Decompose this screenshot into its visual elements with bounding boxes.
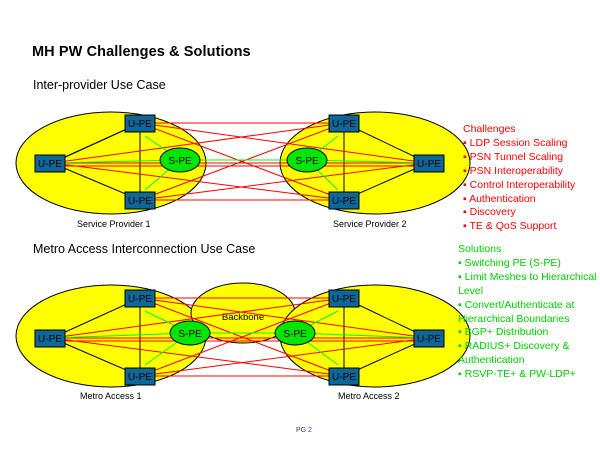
challenges-heading: Challenges bbox=[463, 123, 516, 135]
challenge-item: ▪ TE & QoS Support bbox=[463, 220, 557, 233]
upe-node: U-PE bbox=[124, 114, 156, 133]
page-number: PG 2 bbox=[296, 427, 312, 434]
upe-node: U-PE bbox=[328, 289, 360, 308]
upe-label: U-PE bbox=[332, 119, 356, 130]
solution-item: ▪ Limit Meshes to Hierarchical Level bbox=[458, 270, 597, 297]
backbone-label: Backbone bbox=[222, 312, 264, 323]
upe-node: U-PE bbox=[328, 114, 360, 133]
upe-node: U-PE bbox=[328, 191, 360, 210]
challenge-item: ▪ Authentication bbox=[463, 192, 536, 205]
solution-item: ▪ Switching PE (S-PE) bbox=[458, 256, 561, 269]
upe-node: U-PE bbox=[34, 329, 66, 348]
metro-access-2-label: Metro Access 2 bbox=[338, 391, 400, 401]
solution-item: ▪ Convert/Authenticate at Hierarchical B… bbox=[458, 298, 575, 325]
challenge-item: ▪ Discovery bbox=[463, 206, 516, 219]
upe-node: U-PE bbox=[413, 329, 445, 348]
spe-node-2: S-PE bbox=[286, 147, 328, 173]
upe-node: U-PE bbox=[34, 154, 66, 173]
solution-item: ▪ RSVP-TE+ & PW-LDP+ bbox=[458, 368, 576, 381]
inter-provider-heading: Inter-provider Use Case bbox=[33, 78, 166, 92]
metro-access-1-label: Metro Access 1 bbox=[80, 391, 142, 401]
page-title: MH PW Challenges & Solutions bbox=[32, 44, 251, 60]
challenge-item: ▪ LDP Session Scaling bbox=[463, 136, 568, 149]
upe-label: U-PE bbox=[332, 196, 356, 207]
service-provider-1-label: Service Provider 1 bbox=[77, 219, 151, 229]
upe-label: U-PE bbox=[128, 294, 152, 305]
solutions-heading: Solutions bbox=[458, 243, 502, 255]
challenge-item: ▪ Control Interoperability bbox=[463, 178, 576, 191]
challenge-item: ▪ PSN Interoperability bbox=[463, 164, 564, 177]
solutions-list: Solutions ▪ Switching PE (S-PE) ▪ Limit … bbox=[458, 243, 600, 382]
spe-node-1: S-PE bbox=[159, 147, 201, 173]
inter-provider-diagram: S-PE S-PE U-PE U-PE U-PE U-PE U-PE U-PE … bbox=[15, 111, 471, 229]
upe-label: U-PE bbox=[417, 159, 441, 170]
full-mesh-pw-links bbox=[51, 297, 429, 377]
challenges-list: Challenges ▪ LDP Session Scaling ▪ PSN T… bbox=[463, 123, 575, 234]
spe-node-2: S-PE bbox=[274, 320, 316, 346]
service-provider-2-label: Service Provider 2 bbox=[333, 219, 407, 229]
spe-label: S-PE bbox=[283, 329, 307, 340]
upe-node: U-PE bbox=[124, 289, 156, 308]
solution-item: ▪ BGP+ Distribution bbox=[458, 326, 549, 339]
multi-hop-pw-links bbox=[51, 135, 429, 191]
upe-label: U-PE bbox=[332, 372, 356, 383]
full-mesh-pw-links bbox=[51, 122, 429, 201]
upe-label: U-PE bbox=[38, 334, 62, 345]
upe-label: U-PE bbox=[38, 159, 62, 170]
upe-node: U-PE bbox=[328, 367, 360, 386]
metro-access-diagram: Backbone bbox=[15, 282, 471, 401]
upe-label: U-PE bbox=[128, 119, 152, 130]
metro-access-heading: Metro Access Interconnection Use Case bbox=[33, 242, 256, 256]
upe-label: U-PE bbox=[332, 294, 356, 305]
challenge-item: ▪ PSN Tunnel Scaling bbox=[463, 150, 564, 163]
upe-label: U-PE bbox=[128, 372, 152, 383]
upe-label: U-PE bbox=[417, 334, 441, 345]
spe-label: S-PE bbox=[178, 329, 202, 340]
upe-label: U-PE bbox=[128, 196, 152, 207]
upe-node: U-PE bbox=[124, 367, 156, 386]
spe-label: S-PE bbox=[295, 156, 319, 167]
upe-node: U-PE bbox=[124, 191, 156, 210]
solution-item: ▪ RADIUS+ Discovery & Authentication bbox=[458, 340, 570, 367]
spe-label: S-PE bbox=[168, 156, 192, 167]
upe-node: U-PE bbox=[413, 154, 445, 173]
spe-node-1: S-PE bbox=[169, 320, 211, 346]
